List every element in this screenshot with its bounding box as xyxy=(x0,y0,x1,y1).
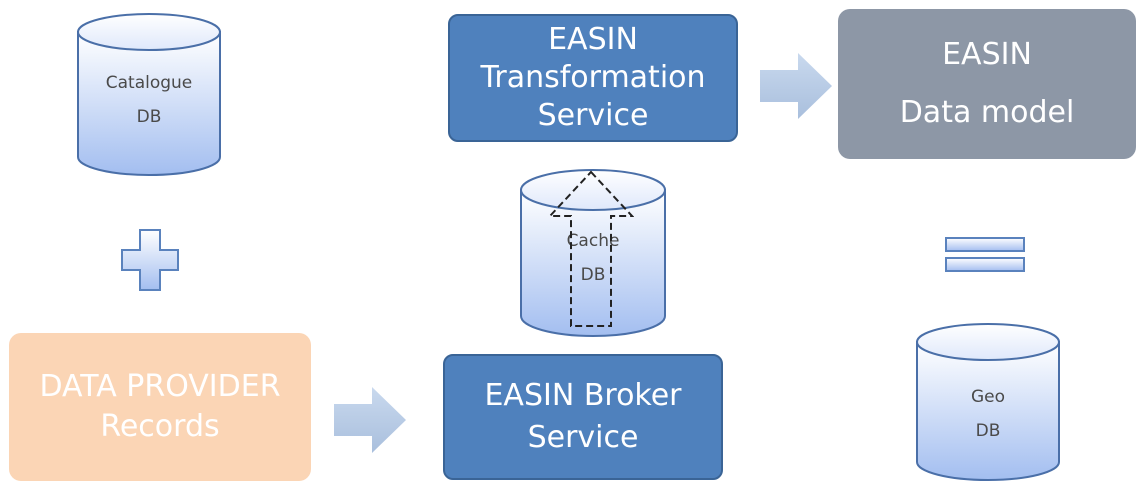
easin-data-model-box: EASIN Data model xyxy=(838,9,1136,159)
cache-db-label-line1: Cache xyxy=(566,231,620,251)
transformation-service-label-line2: Transformation xyxy=(480,60,706,95)
database-icon xyxy=(916,323,1060,481)
cache-db-cylinder: Cache DB xyxy=(519,166,667,338)
cache-db-label-line2: DB xyxy=(580,265,606,285)
easin-transformation-service-box: EASIN Transformation Service xyxy=(448,14,738,142)
right-arrow-icon xyxy=(760,53,832,119)
data-provider-label-line1: DATA PROVIDER xyxy=(39,369,281,404)
right-arrow-icon xyxy=(334,387,406,453)
plus-icon xyxy=(120,228,180,292)
equals-icon xyxy=(945,237,1025,273)
catalogue-db-cylinder: Catalogue DB xyxy=(76,12,222,177)
data-provider-records-box: DATA PROVIDER Records xyxy=(9,333,311,481)
transformation-service-label-line1: EASIN xyxy=(548,22,638,57)
database-icon xyxy=(520,169,666,337)
broker-service-label-line1: EASIN Broker xyxy=(484,378,682,413)
catalogue-db-label-line2: DB xyxy=(136,107,162,127)
geo-db-cylinder: Geo DB xyxy=(915,320,1061,486)
data-model-label-line2: Data model xyxy=(899,95,1075,130)
broker-service-label-line2: Service xyxy=(527,420,639,455)
geo-db-label-line2: DB xyxy=(975,421,1001,441)
up-arrow-icon xyxy=(547,170,635,328)
data-provider-label-line2: Records xyxy=(100,409,220,444)
catalogue-db-label-line1: Catalogue xyxy=(105,73,193,93)
data-model-label-line1: EASIN xyxy=(942,37,1032,72)
easin-broker-service-box: EASIN Broker Service xyxy=(443,354,723,480)
database-icon xyxy=(77,13,221,176)
geo-db-label-line1: Geo xyxy=(970,387,1006,407)
transformation-service-label-line3: Service xyxy=(537,98,649,133)
